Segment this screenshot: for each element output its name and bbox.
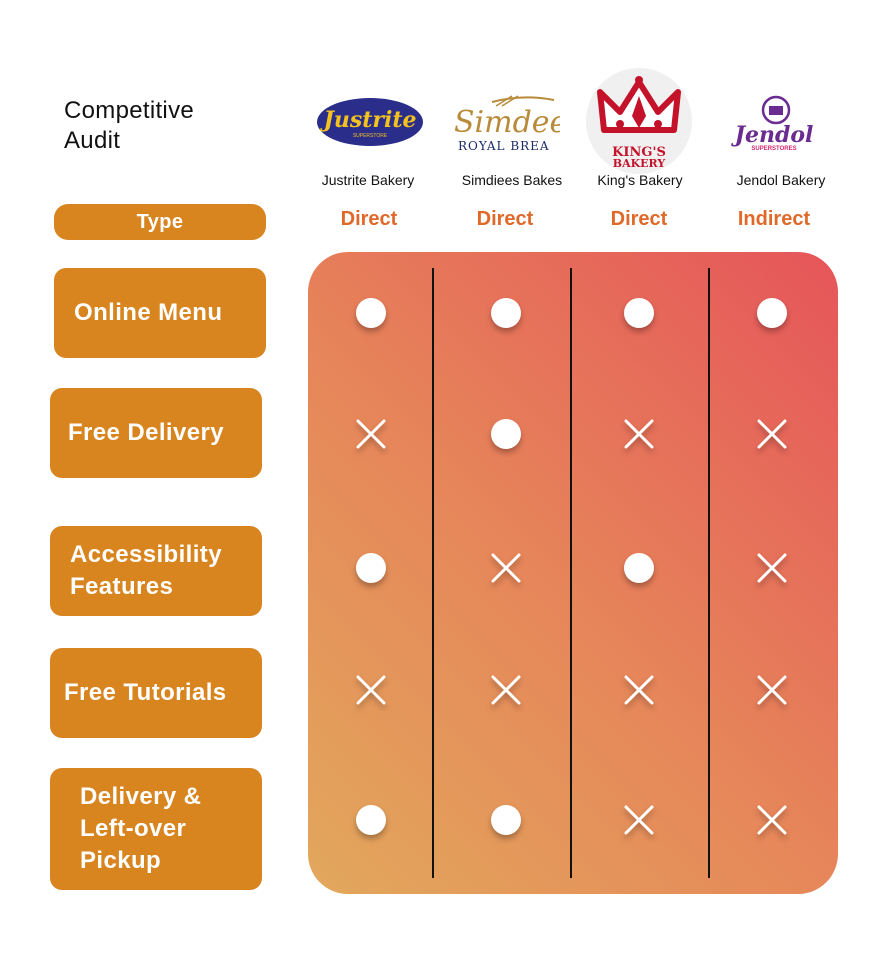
simdiees-logo-sub: ROYAL BREA (458, 139, 550, 153)
feature-accessibility: Accessibility Features (50, 526, 262, 616)
white-dot-icon (491, 298, 521, 328)
feature-free-tutorials: Free Tutorials (50, 648, 262, 738)
justrite-logo: Justrite SUPERSTORE (317, 98, 423, 146)
white-dot-icon (356, 298, 386, 328)
comparison-board (308, 252, 838, 894)
kings-logo-sub: BAKERY (613, 157, 666, 170)
kings-logo: KING'S BAKERY (586, 68, 692, 174)
white-dot-icon (491, 805, 521, 835)
feature-delivery-pickup: Delivery & Left-over Pickup (50, 768, 262, 890)
competitor-name-simdiees: Simdiees Bakes (461, 172, 563, 188)
cross-icon (356, 675, 386, 705)
cross-icon (356, 419, 386, 449)
white-dot-icon (624, 298, 654, 328)
white-dot-icon (757, 298, 787, 328)
cross-icon (757, 805, 787, 835)
column-divider-1 (432, 268, 434, 878)
cross-icon (757, 553, 787, 583)
column-divider-2 (570, 268, 572, 878)
competitor-type-kings: Direct (610, 208, 668, 230)
jendol-logo-sub: SUPERSTORES (751, 146, 796, 152)
cross-icon (757, 419, 787, 449)
cross-icon (491, 553, 521, 583)
cross-icon (624, 675, 654, 705)
competitor-type-jendol: Indirect (737, 208, 811, 230)
jendol-logo: Jendol SUPERSTORES (731, 95, 814, 152)
simdiees-logo: Simdees ROYAL BREA (454, 95, 560, 153)
jendol-logo-text: Jendol (731, 122, 814, 148)
competitor-type-justrite: Direct (340, 208, 398, 230)
kings-logo-text: KING'S (612, 145, 666, 160)
white-dot-icon (356, 805, 386, 835)
simdiees-logo-text: Simdees (454, 105, 560, 140)
cross-icon (757, 675, 787, 705)
competitor-name-jendol: Jendol Bakery (736, 172, 826, 188)
white-dot-icon (624, 553, 654, 583)
competitor-name-kings: King's Bakery (597, 172, 683, 188)
competitor-name-justrite: Justrite Bakery (321, 172, 415, 188)
page-title: Competitive Audit (64, 97, 195, 154)
feature-online-menu: Online Menu (54, 268, 266, 358)
cross-icon (624, 419, 654, 449)
column-divider-3 (708, 268, 710, 878)
white-dot-icon (356, 553, 386, 583)
type-label-pill: Type (54, 204, 266, 240)
justrite-logo-text: Justrite (319, 107, 416, 133)
cross-icon (491, 675, 521, 705)
cross-icon (624, 805, 654, 835)
justrite-logo-sub: SUPERSTORE (353, 133, 388, 139)
competitor-type-simdiees: Direct (476, 208, 534, 230)
feature-free-delivery: Free Delivery (50, 388, 262, 478)
white-dot-icon (491, 419, 521, 449)
